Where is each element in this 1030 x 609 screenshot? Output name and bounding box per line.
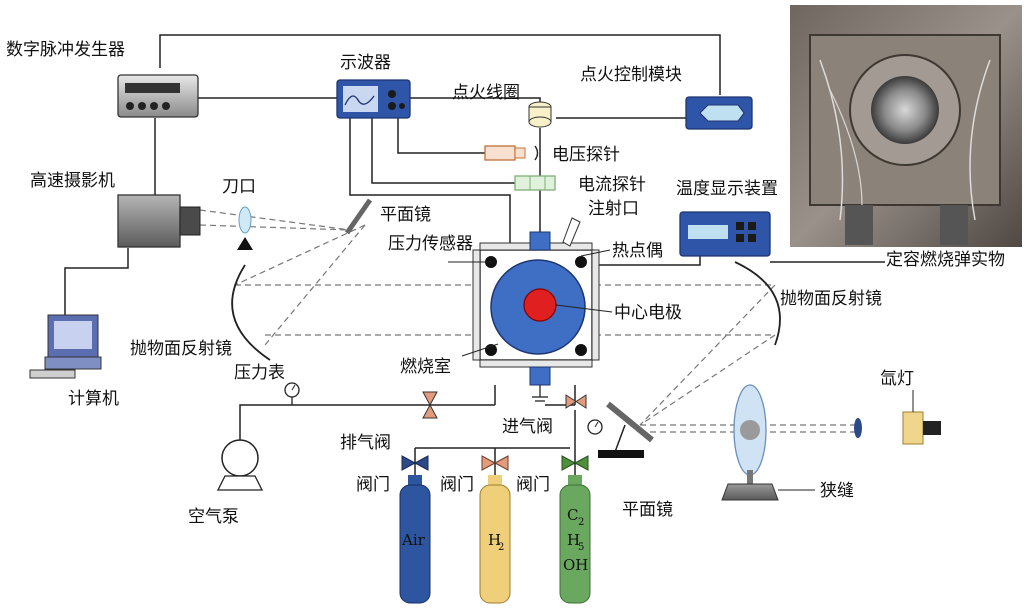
valve-ethanol bbox=[561, 455, 589, 471]
lens bbox=[854, 418, 862, 438]
ignition-coil-label: 点火线圈 bbox=[452, 83, 520, 103]
valve-1-label: 阀门 bbox=[356, 475, 390, 495]
oscilloscope bbox=[336, 79, 411, 119]
plane-mirror-top-label: 平面镜 bbox=[380, 205, 431, 225]
voltage-probe bbox=[484, 145, 539, 161]
apparatus-photo bbox=[790, 5, 1022, 247]
cylinder-h2-label: H bbox=[488, 531, 501, 549]
combustion-chamber bbox=[472, 217, 600, 402]
signal-wiring bbox=[64, 34, 885, 315]
current-probe-label: 电流探针 bbox=[578, 175, 646, 195]
pressure-sensor-label: 压力传感器 bbox=[388, 234, 473, 254]
valve-h2 bbox=[481, 455, 509, 471]
plane-mirror-top bbox=[344, 198, 373, 235]
ignition-control-module bbox=[685, 96, 753, 130]
cylinder-air-label: Air bbox=[401, 531, 426, 549]
photo-caption: 定容燃烧弹实物 bbox=[886, 250, 1005, 270]
knife-edge bbox=[237, 206, 253, 250]
slit-label: 狭缝 bbox=[820, 481, 854, 501]
intake-valve bbox=[565, 394, 603, 435]
knife-edge-label: 刀口 bbox=[222, 177, 256, 197]
parabolic-mirror-left bbox=[231, 264, 271, 361]
ignition-control-label: 点火控制模块 bbox=[580, 65, 682, 85]
cylinder-c-subscript: 2 bbox=[578, 517, 584, 528]
parabolic-mirror-right-label: 抛物面反射镜 bbox=[780, 289, 882, 309]
cylinder-h2-subscript: 2 bbox=[498, 542, 504, 553]
computer bbox=[29, 314, 102, 379]
cylinder-h2 bbox=[479, 475, 511, 604]
valve-3-label: 阀门 bbox=[516, 475, 550, 495]
cylinder-h-label: H bbox=[567, 531, 580, 549]
pressure-gauge-label: 压力表 bbox=[234, 363, 285, 383]
cylinder-c-label: C bbox=[567, 506, 578, 524]
exhaust-valve-label: 排气阀 bbox=[340, 433, 391, 453]
air-pump-label: 空气泵 bbox=[188, 507, 239, 527]
pulse-generator bbox=[117, 74, 199, 118]
valve-air bbox=[401, 455, 429, 471]
ignition-coil bbox=[528, 101, 552, 128]
cylinder-ethanol bbox=[559, 475, 591, 604]
combustion-chamber-label: 燃烧室 bbox=[400, 357, 451, 377]
temperature-display-label: 温度显示装置 bbox=[676, 179, 778, 199]
plane-mirror-bottom bbox=[598, 401, 654, 458]
cylinder-oh-label: OH bbox=[563, 556, 588, 574]
current-probe bbox=[514, 175, 556, 191]
valve-2-label: 阀门 bbox=[440, 475, 474, 495]
thermocouple-label: 热点偶 bbox=[612, 241, 663, 261]
exhaust-valve bbox=[422, 391, 438, 419]
xenon-lamp bbox=[902, 411, 941, 445]
center-electrode-label: 中心电极 bbox=[614, 303, 682, 323]
intake-valve-label: 进气阀 bbox=[502, 417, 553, 437]
computer-label: 计算机 bbox=[68, 389, 119, 409]
cylinder-air bbox=[399, 475, 431, 604]
parabolic-mirror-left-label: 抛物面反射镜 bbox=[130, 339, 232, 359]
pulse-generator-label: 数字脉冲发生器 bbox=[6, 40, 125, 60]
high-speed-camera-label: 高速摄影机 bbox=[30, 171, 115, 191]
slit bbox=[721, 384, 779, 501]
temperature-display bbox=[679, 211, 771, 257]
oscilloscope-label: 示波器 bbox=[340, 53, 391, 73]
high-speed-camera bbox=[117, 194, 201, 248]
injection-port-label: 注射口 bbox=[588, 199, 639, 219]
pressure-gauge bbox=[284, 382, 300, 405]
xenon-lamp-label: 氙灯 bbox=[880, 369, 914, 389]
cylinder-h-subscript: 5 bbox=[578, 542, 584, 553]
parabolic-mirror-right bbox=[734, 261, 781, 346]
plane-mirror-bottom-label: 平面镜 bbox=[622, 500, 673, 520]
air-pump bbox=[216, 439, 264, 491]
gas-lines bbox=[239, 385, 576, 475]
voltage-probe-label: 电压探针 bbox=[552, 145, 620, 165]
